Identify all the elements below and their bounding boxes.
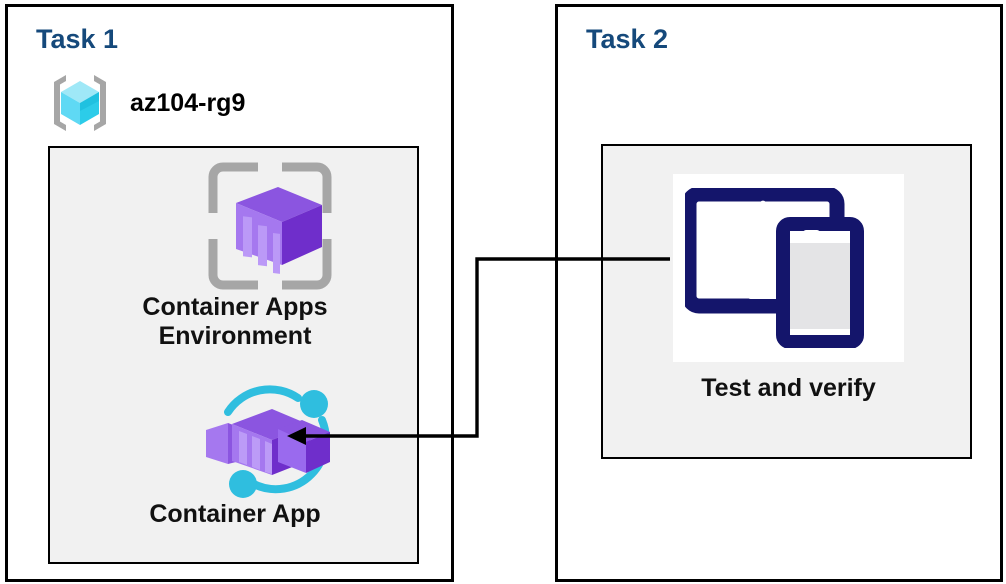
test-and-verify-icon-backdrop <box>673 174 904 362</box>
container-app-icon <box>198 376 342 501</box>
task-1-panel: Task 1 az104-rg9 <box>5 4 454 582</box>
task-1-title: Task 1 <box>36 24 119 54</box>
task-2-title: Task 2 <box>586 24 669 54</box>
container-app-label: Container App <box>149 500 321 528</box>
resource-group-row: az104-rg9 <box>44 67 314 139</box>
test-and-verify-box: Test and verify <box>601 144 972 459</box>
container-apps-environment-icon <box>200 161 340 291</box>
container-apps-environment-box: Container Apps Environment <box>48 146 419 564</box>
test-and-verify-label: Test and verify <box>701 374 876 402</box>
devices-tablet-phone-icon <box>681 186 893 349</box>
resource-group-icon <box>44 67 116 139</box>
resource-group-label: az104-rg9 <box>130 88 246 117</box>
container-apps-environment-label: Container Apps Environment <box>142 293 328 350</box>
task-2-panel: Task 2 Test and verify <box>555 4 1003 582</box>
